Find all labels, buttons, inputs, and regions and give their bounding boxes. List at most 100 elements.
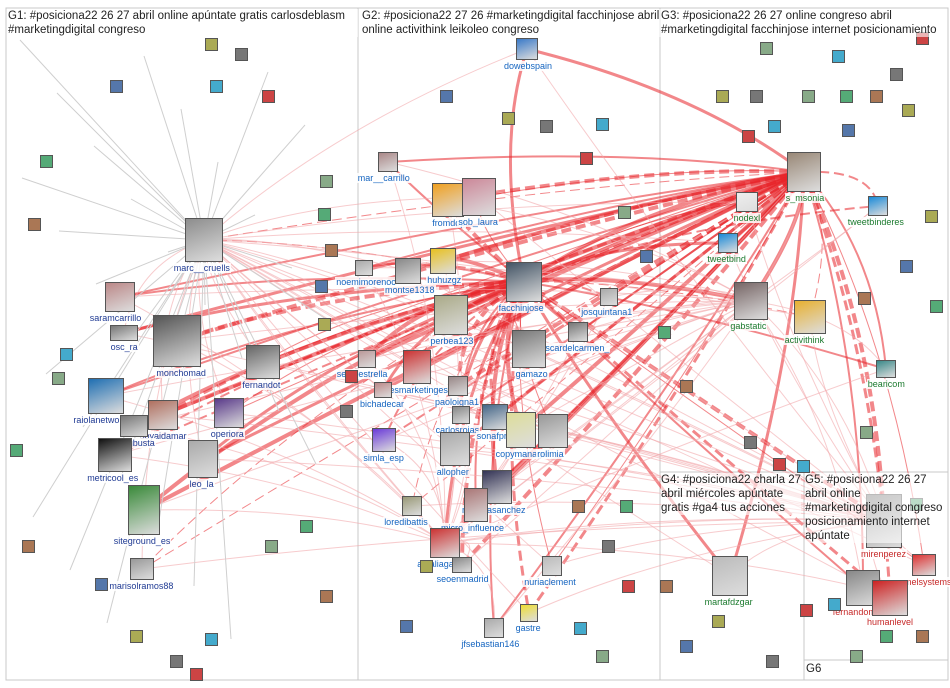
- node-simla-esp[interactable]: [372, 428, 396, 452]
- node-minor[interactable]: [890, 68, 903, 81]
- node-minor[interactable]: [40, 155, 53, 168]
- node-minor[interactable]: [797, 460, 810, 473]
- node-minor[interactable]: [925, 210, 938, 223]
- node-noemimorenoc[interactable]: [355, 260, 373, 276]
- node-minor[interactable]: [420, 560, 433, 573]
- node-jfsebastian146[interactable]: [484, 618, 504, 638]
- node-carlosrojas[interactable]: [452, 406, 470, 424]
- node-minor[interactable]: [315, 280, 328, 293]
- node-minor[interactable]: [858, 292, 871, 305]
- node-minor[interactable]: [400, 620, 413, 633]
- node-amaliagaroca[interactable]: [430, 528, 460, 558]
- node-victorgbusta[interactable]: [120, 415, 148, 437]
- node-sob-laura[interactable]: [462, 178, 496, 216]
- node-minor[interactable]: [262, 90, 275, 103]
- node-minor[interactable]: [902, 104, 915, 117]
- node-minor[interactable]: [190, 668, 203, 681]
- node-marisolramos88[interactable]: [130, 558, 154, 580]
- node-nodexl[interactable]: [736, 192, 758, 212]
- node-minor[interactable]: [828, 598, 841, 611]
- node-scardelcarmen-[interactable]: [568, 322, 588, 342]
- node-fromdop[interactable]: [432, 183, 464, 217]
- node-raiolanetworks[interactable]: [88, 378, 124, 414]
- node-minor[interactable]: [900, 260, 913, 273]
- node-minor[interactable]: [325, 244, 338, 257]
- node-minor[interactable]: [620, 500, 633, 513]
- node-soyaidamar[interactable]: [148, 400, 178, 430]
- node-minor[interactable]: [320, 175, 333, 188]
- node-allopher[interactable]: [440, 432, 470, 466]
- node-minor[interactable]: [205, 38, 218, 51]
- node-minor[interactable]: [766, 655, 779, 668]
- node-tweetbind[interactable]: [718, 233, 738, 253]
- node-minor[interactable]: [750, 90, 763, 103]
- node-humanlevel[interactable]: [872, 580, 908, 616]
- node-minor[interactable]: [768, 120, 781, 133]
- node-minor[interactable]: [95, 578, 108, 591]
- node-minor[interactable]: [618, 206, 631, 219]
- node-gamazo[interactable]: [512, 330, 546, 368]
- node-minor[interactable]: [640, 250, 653, 263]
- node-minor[interactable]: [712, 615, 725, 628]
- node-minor[interactable]: [870, 90, 883, 103]
- node-minor[interactable]: [572, 500, 585, 513]
- node-minor[interactable]: [170, 655, 183, 668]
- node-sepulestrella[interactable]: [358, 350, 376, 368]
- node-s-msonia[interactable]: [787, 152, 821, 192]
- node-bearicom[interactable]: [876, 360, 896, 378]
- node-minor[interactable]: [540, 120, 553, 133]
- node-minor[interactable]: [440, 90, 453, 103]
- node-nuriaclement[interactable]: [542, 556, 562, 576]
- node-minor[interactable]: [265, 540, 278, 553]
- node-leo-la[interactable]: [188, 440, 218, 478]
- node-minor[interactable]: [345, 370, 358, 383]
- node-dowebspain[interactable]: [516, 38, 538, 60]
- node-minor[interactable]: [658, 326, 671, 339]
- node-mar--carrillo[interactable]: [378, 152, 398, 172]
- node-minor[interactable]: [318, 208, 331, 221]
- node-minor[interactable]: [580, 152, 593, 165]
- node-micro-influence[interactable]: [464, 488, 488, 522]
- node-minor[interactable]: [60, 348, 73, 361]
- node-minor[interactable]: [880, 630, 893, 643]
- node-minor[interactable]: [602, 540, 615, 553]
- node-minor[interactable]: [773, 458, 786, 471]
- node-minor[interactable]: [340, 405, 353, 418]
- node-minor[interactable]: [832, 50, 845, 63]
- node-minor[interactable]: [930, 300, 943, 313]
- node-minor[interactable]: [130, 630, 143, 643]
- node-mmmelsystems[interactable]: [912, 554, 936, 576]
- node-minor[interactable]: [22, 540, 35, 553]
- node-minor[interactable]: [840, 90, 853, 103]
- node-seoenmadrid[interactable]: [452, 557, 472, 573]
- node-minor[interactable]: [680, 640, 693, 653]
- node-minor[interactable]: [800, 604, 813, 617]
- node-operiora[interactable]: [214, 398, 244, 428]
- node-minor[interactable]: [622, 580, 635, 593]
- node-minor[interactable]: [916, 630, 929, 643]
- node-minor[interactable]: [716, 90, 729, 103]
- node-facchinjose[interactable]: [506, 262, 542, 302]
- node-minor[interactable]: [850, 650, 863, 663]
- node-gastre[interactable]: [520, 604, 538, 622]
- node-minor[interactable]: [742, 130, 755, 143]
- node-minor[interactable]: [596, 650, 609, 663]
- node-tweetbinderes[interactable]: [868, 196, 888, 216]
- node-bichadecar[interactable]: [374, 382, 392, 398]
- node-josquintana1[interactable]: [600, 288, 618, 306]
- node-minor[interactable]: [320, 590, 333, 603]
- node-desmarketinges[interactable]: [403, 350, 431, 384]
- node-sonafpro[interactable]: [482, 404, 508, 430]
- node-fernandot[interactable]: [246, 345, 280, 379]
- node-copymanager[interactable]: [506, 412, 536, 448]
- node-saramcarrillo[interactable]: [105, 282, 135, 312]
- node-martafdzgar[interactable]: [712, 556, 748, 596]
- node-minor[interactable]: [596, 118, 609, 131]
- node-perbea123[interactable]: [434, 295, 468, 335]
- node-metricool-es[interactable]: [98, 438, 132, 472]
- node-minor[interactable]: [860, 426, 873, 439]
- node-activithink[interactable]: [794, 300, 826, 334]
- node-paoloigna1[interactable]: [448, 376, 468, 396]
- node-minor[interactable]: [760, 42, 773, 55]
- node-minor[interactable]: [502, 112, 515, 125]
